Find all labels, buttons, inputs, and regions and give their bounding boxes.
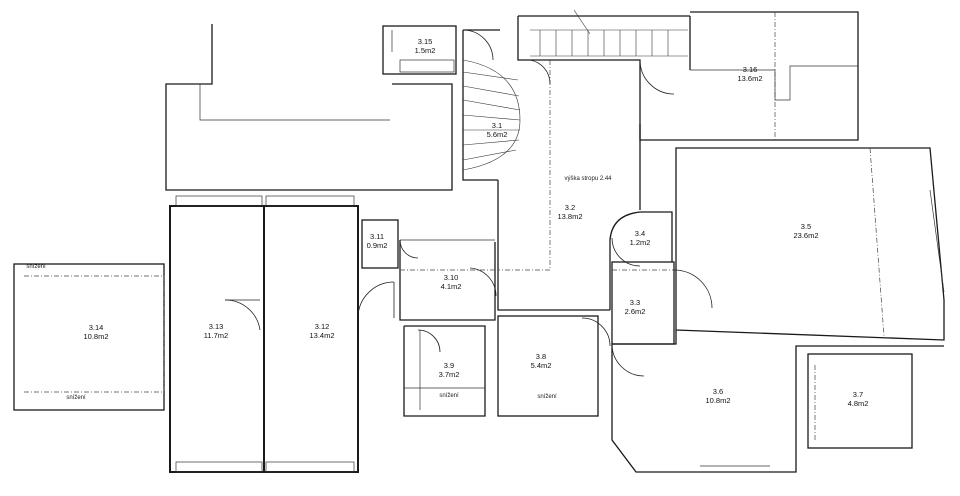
room-3-11: 3.110.9m2 xyxy=(367,232,388,250)
room-3-4: 3.41.2m2 xyxy=(630,229,651,247)
room-number: 3.5 xyxy=(801,222,811,231)
room-number: 3.1 xyxy=(492,121,502,130)
room-area: 4.8m2 xyxy=(848,399,869,408)
room-area: 13.8m2 xyxy=(557,212,582,221)
room-area: 10.8m2 xyxy=(705,396,730,405)
room-number: 3.8 xyxy=(536,352,546,361)
plan-note: snížení xyxy=(26,264,46,270)
room-3-5: 3.523.6m2 xyxy=(793,222,818,240)
doors xyxy=(224,29,713,377)
room-number: 3.15 xyxy=(418,37,433,46)
room-3-3: 3.32.6m2 xyxy=(625,298,646,316)
room-area: 1.2m2 xyxy=(630,238,651,247)
room-area: 13.6m2 xyxy=(737,74,762,83)
room-number: 3.11 xyxy=(370,232,384,241)
room-3-2: 3.213.8m2 xyxy=(557,203,582,221)
room-area: 0.9m2 xyxy=(367,241,388,250)
room-number: 3.7 xyxy=(853,390,863,399)
room-number: 3.4 xyxy=(635,229,645,238)
room-area: 11.7m2 xyxy=(204,331,228,340)
plan-notes: výška stropu 2.44 snížení snížení snížení sn… xyxy=(26,176,612,401)
room-3-1: 3.15.6m2 xyxy=(487,121,508,139)
room-number: 3.3 xyxy=(630,298,640,307)
room-3-7: 3.74.8m2 xyxy=(848,390,869,408)
room-area: 5.6m2 xyxy=(487,130,508,139)
room-number: 3.9 xyxy=(444,361,454,370)
room-3-8: 3.85.4m2 xyxy=(531,352,552,370)
room-number: 3.12 xyxy=(315,322,330,331)
room-number: 3.10 xyxy=(444,273,459,282)
room-area: 10.8m2 xyxy=(83,332,108,341)
plan-note: výška stropu 2.44 xyxy=(564,176,612,182)
room-number: 3.13 xyxy=(209,322,224,331)
walls xyxy=(13,11,945,473)
room-area: 1.5m2 xyxy=(415,46,436,55)
room-3-10: 3.104.1m2 xyxy=(441,273,462,291)
plan-note: snížení xyxy=(66,395,86,401)
room-3-6: 3.610.8m2 xyxy=(705,387,730,405)
room-number: 3.6 xyxy=(713,387,723,396)
room-area: 2.6m2 xyxy=(625,307,646,316)
room-area: 23.6m2 xyxy=(793,231,818,240)
room-3-15: 3.151.5m2 xyxy=(415,37,436,55)
room-area: 4.1m2 xyxy=(441,282,462,291)
room-area: 3.7m2 xyxy=(439,370,460,379)
plan-note: snížení xyxy=(439,393,459,399)
room-labels: 3.15.6m2 3.213.8m2 3.32.6m2 3.41.2m2 3.523.6… xyxy=(83,37,868,408)
room-number: 3.14 xyxy=(89,323,104,332)
room-3-9: 3.93.7m2 xyxy=(439,361,460,379)
stairs xyxy=(462,9,688,171)
room-area: 5.4m2 xyxy=(531,361,552,370)
plan-note: snížení xyxy=(537,394,557,400)
room-area: 13.4m2 xyxy=(309,331,334,340)
room-number: 3.2 xyxy=(565,203,575,212)
room-number: 3.16 xyxy=(743,65,758,74)
